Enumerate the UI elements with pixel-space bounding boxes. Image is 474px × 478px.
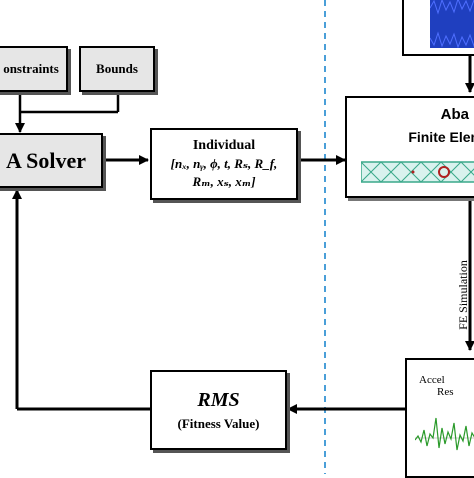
input-signal-box [402, 0, 474, 56]
abaqus-box: Aba Finite Elem [345, 96, 474, 198]
solver-label: A Solver [6, 147, 87, 173]
input-signal-plot [430, 0, 474, 48]
fe-simulation-label: FE Simulation [454, 230, 472, 360]
rms-subtitle: (Fitness Value) [177, 415, 260, 431]
accel-title: Accel [419, 374, 445, 386]
acceleration-plot [415, 417, 474, 451]
constraints-label: onstraints [3, 61, 59, 76]
individual-box: Individual [nₓ, nᵧ, ϕ, t, Rₛ, R_f, Rₘ, x… [150, 128, 298, 200]
fe-mesh-model [361, 161, 474, 183]
fe-simulation-text: FE Simulation [456, 260, 470, 330]
accel-subtitle: Res [437, 386, 454, 398]
individual-title: Individual [192, 138, 256, 153]
acceleration-response-box: Accel Res [405, 358, 474, 478]
individual-params-line1: [nₓ, nᵧ, ϕ, t, Rₛ, R_f, [170, 156, 278, 171]
solver-box: A Solver [0, 133, 103, 188]
abaqus-title: Aba [440, 106, 469, 123]
rms-box: RMS (Fitness Value) [150, 370, 287, 450]
constraints-box: onstraints [0, 46, 68, 92]
abaqus-subtitle: Finite Elem [408, 129, 474, 145]
individual-params-line2: Rₘ, xₛ, xₘ] [192, 174, 256, 189]
rms-title: RMS [197, 388, 240, 411]
bounds-label: Bounds [96, 61, 138, 76]
bounds-box: Bounds [79, 46, 155, 92]
